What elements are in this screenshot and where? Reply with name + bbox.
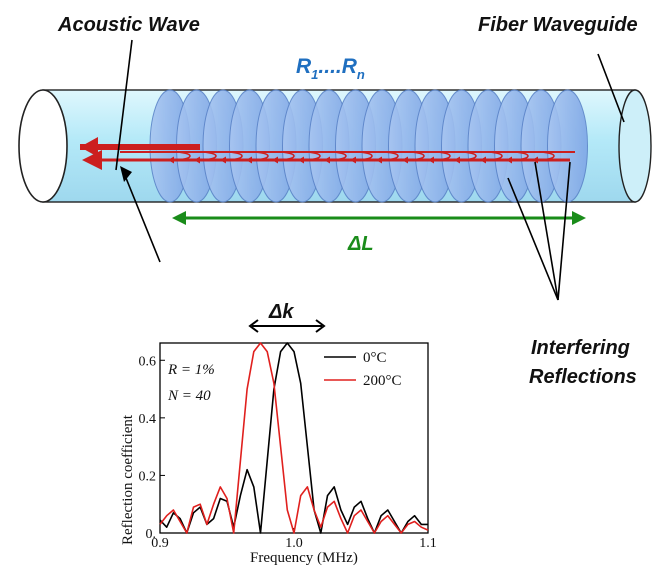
chart-legend: 0°C 200°C bbox=[324, 350, 402, 389]
reflection-arrowhead bbox=[272, 156, 278, 164]
reflection-arrowhead bbox=[220, 156, 226, 164]
wave-outgoing-arrowhead bbox=[80, 137, 98, 157]
x-ticks: 0.9 1.0 1.1 bbox=[151, 528, 437, 551]
fiber-waveguide-leader bbox=[597, 53, 625, 123]
fiber-near-end bbox=[18, 89, 68, 203]
acoustic-wave-leader bbox=[115, 39, 133, 171]
delta-k-label: Δk bbox=[268, 301, 294, 323]
y-tick-label: 0.4 bbox=[139, 412, 157, 427]
interfering-leader-3 bbox=[557, 161, 571, 301]
reflection-arrowhead bbox=[194, 156, 200, 164]
delta-l-left-arrowhead bbox=[172, 211, 186, 225]
reflection-arrowhead bbox=[402, 156, 408, 164]
acoustic-leader-arrowhead bbox=[120, 166, 132, 182]
acoustic-wave-label: Acoustic Wave bbox=[57, 14, 200, 36]
fiber-far-end bbox=[618, 89, 652, 203]
reflection-chart: 0. 0.2 0.4 0.6 0.9 1.0 1.1 R = 1% N = 40 0°C … bbox=[120, 342, 437, 566]
y-tick-label: 0.6 bbox=[139, 354, 157, 369]
delta-k-span: Δk bbox=[248, 301, 326, 333]
interfering-leader-2 bbox=[534, 161, 559, 301]
reflectors-label: R1....Rn bbox=[296, 55, 365, 82]
reflectors-r1: R bbox=[296, 55, 312, 78]
y-ticks: 0. 0.2 0.4 0.6 bbox=[139, 354, 165, 542]
annotation-r: R = 1% bbox=[167, 362, 215, 378]
chart-series bbox=[159, 342, 429, 534]
fiber-waveguide-label: Fiber Waveguide bbox=[478, 14, 638, 36]
reflection-arrowhead bbox=[246, 156, 252, 164]
reflection-arrowhead bbox=[324, 156, 330, 164]
delta-k-right-arrowhead bbox=[315, 319, 326, 333]
reflection-arrowhead bbox=[376, 156, 382, 164]
x-tick-label: 0.9 bbox=[151, 536, 169, 551]
legend-label-200c: 200°C bbox=[363, 373, 402, 389]
reflection-arrowhead bbox=[532, 156, 538, 164]
reflection-arrowhead bbox=[428, 156, 434, 164]
delta-l-span: ΔL bbox=[172, 211, 586, 255]
reflection-arrowhead bbox=[454, 156, 460, 164]
acoustic-wave-lower-leader bbox=[125, 177, 161, 263]
delta-l-right-arrowhead bbox=[572, 211, 586, 225]
y-tick-label: 0.2 bbox=[139, 469, 157, 484]
reflectors-dots: .... bbox=[318, 55, 341, 78]
fiber-waveguide bbox=[18, 89, 652, 203]
series-line-200c bbox=[159, 342, 429, 534]
interfering-leader-1 bbox=[507, 177, 559, 301]
reflection-arrowhead bbox=[506, 156, 512, 164]
delta-k-left-arrowhead bbox=[248, 319, 259, 333]
interfering-label-line2: Reflections bbox=[529, 366, 637, 388]
reflector-disc bbox=[547, 89, 588, 203]
chart-plot-area bbox=[159, 342, 429, 534]
reflectors-sub-n: n bbox=[357, 67, 365, 82]
reflection-arrowhead bbox=[350, 156, 356, 164]
reflectors-rn: R bbox=[342, 55, 358, 78]
reflection-arrowhead bbox=[480, 156, 486, 164]
y-axis-label: Reflection coefficient bbox=[120, 414, 136, 545]
interfering-label-line1: Interfering bbox=[531, 337, 630, 359]
x-tick-label: 1.1 bbox=[419, 536, 437, 551]
acoustic-wave bbox=[80, 137, 575, 170]
reflection-arrowhead bbox=[168, 156, 174, 164]
delta-l-label: ΔL bbox=[347, 233, 374, 255]
y-tick-label: 0. bbox=[146, 527, 157, 542]
x-axis-label: Frequency (MHz) bbox=[250, 550, 358, 566]
x-tick-label: 1.0 bbox=[285, 536, 303, 551]
interfering-reflections: Interfering Reflections bbox=[507, 161, 637, 388]
reflectors-sub-1: 1 bbox=[311, 67, 318, 82]
legend-label-0c: 0°C bbox=[363, 350, 387, 366]
reflection-arrowhead bbox=[298, 156, 304, 164]
reflector-stack bbox=[149, 89, 588, 203]
annotation-n: N = 40 bbox=[167, 388, 211, 404]
